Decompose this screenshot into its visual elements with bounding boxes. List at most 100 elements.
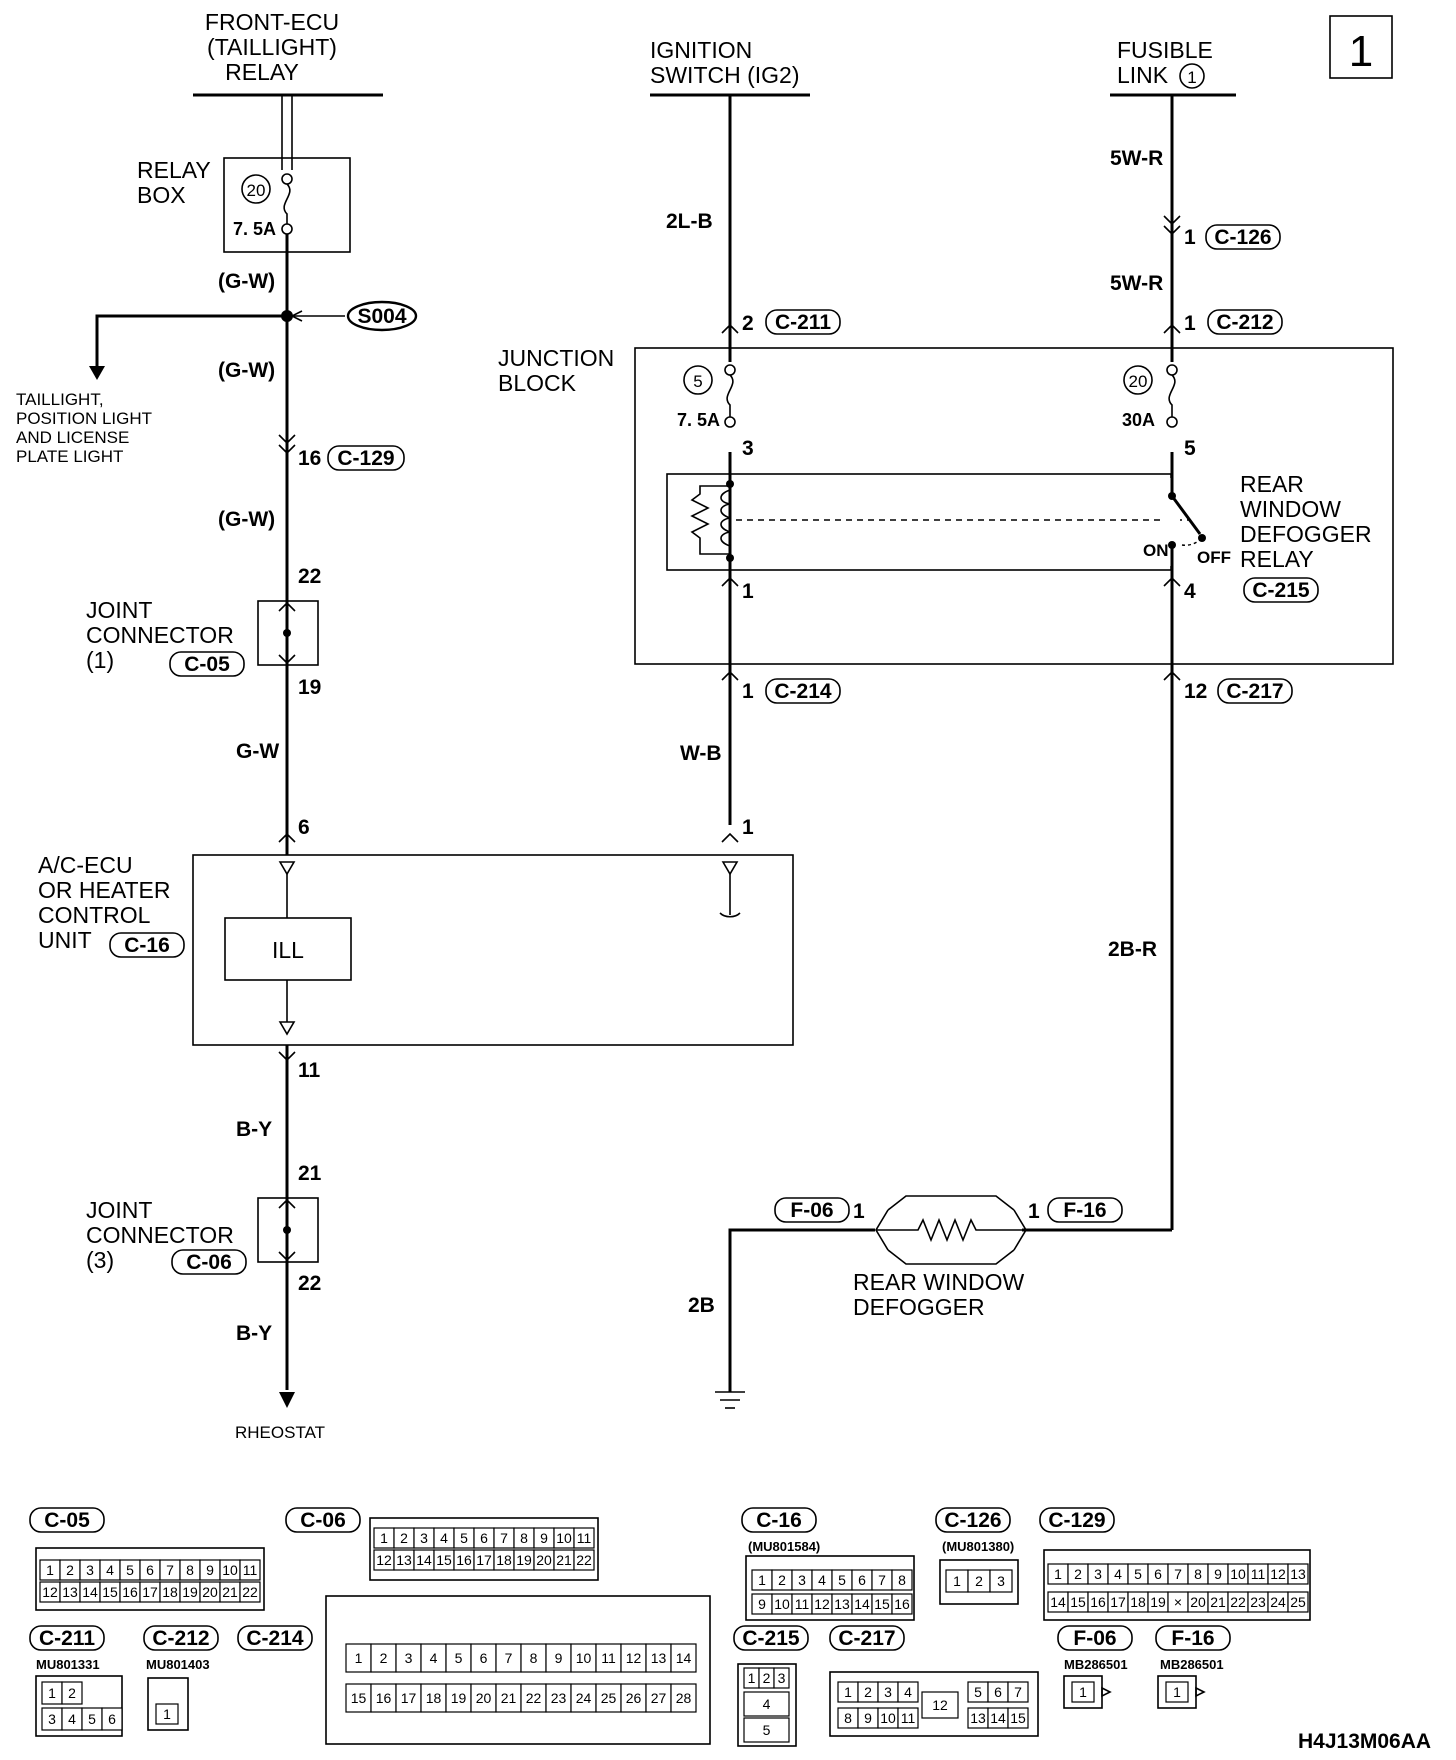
c214-pin-number: 5	[455, 1650, 463, 1666]
c214-pin-cell	[570, 1683, 597, 1713]
svg-text:30A: 30A	[1122, 410, 1155, 430]
connector-badge-c215	[1243, 577, 1319, 603]
c214-pin-number: 4	[430, 1650, 438, 1666]
svg-text:1: 1	[742, 816, 754, 839]
c16-pin-cell	[891, 1569, 913, 1591]
c129-pin-number: 11	[1251, 1566, 1266, 1582]
c129-pin-number: 24	[1270, 1594, 1286, 1610]
c217-pin-number: 3	[884, 1684, 892, 1700]
svg-text:11: 11	[298, 1059, 321, 1082]
svg-text:CONNECTOR: CONNECTOR	[86, 622, 234, 648]
c06-pin-number: 7	[500, 1530, 508, 1546]
svg-text:C-06: C-06	[300, 1509, 346, 1532]
c211-outline	[35, 1675, 123, 1737]
svg-text:C-211: C-211	[39, 1627, 95, 1650]
c129-pin-number: 7	[1174, 1566, 1182, 1582]
svg-text:RELAY: RELAY	[137, 157, 211, 183]
c16-pin-number: 9	[758, 1596, 766, 1612]
c06-pin-cell	[573, 1549, 595, 1571]
c16-pin-number: 13	[834, 1596, 850, 1612]
c214-pin-number: 20	[476, 1690, 492, 1706]
c214-pin-cell	[470, 1643, 497, 1673]
svg-text:ILL: ILL	[272, 937, 304, 963]
wire-label: G-W	[236, 740, 279, 763]
relay-box-amp: 7. 5A	[233, 219, 276, 239]
c214-pin-cell	[345, 1643, 372, 1673]
connector-badge-c211	[765, 309, 841, 335]
c16-outline	[745, 1555, 915, 1621]
svg-text:S004: S004	[357, 305, 406, 328]
c215-pin-cell	[743, 1717, 790, 1743]
fuse-20-icon	[281, 173, 293, 235]
c129-pin-number: 20	[1190, 1594, 1206, 1610]
c06-pin-number: 15	[436, 1552, 452, 1568]
c06-pin-number: 5	[460, 1530, 468, 1546]
c129-pin-number: 12	[1270, 1566, 1286, 1582]
c214-pin-number: 19	[451, 1690, 467, 1706]
svg-text:F-06: F-06	[1073, 1627, 1116, 1650]
svg-text:1: 1	[742, 580, 754, 603]
c06-pin-number: 19	[516, 1552, 532, 1568]
c05-pin-number: 22	[242, 1584, 258, 1600]
svg-text:F-06: F-06	[790, 1199, 833, 1222]
c214-pin-cell	[520, 1683, 547, 1713]
c126-pin-number: 3	[997, 1573, 1005, 1589]
c05-pin-number: 12	[42, 1584, 58, 1600]
c05-pin-number: 13	[62, 1584, 78, 1600]
c05-pin-number: 7	[166, 1562, 174, 1578]
c129-pin-number: 19	[1150, 1594, 1166, 1610]
svg-text:MB286501: MB286501	[1160, 1657, 1224, 1672]
c16-pin-number: 1	[758, 1572, 766, 1588]
c05-pin-number: 1	[46, 1562, 54, 1578]
c217-pin-cell	[897, 1707, 919, 1729]
svg-text:SWITCH (IG2): SWITCH (IG2)	[650, 62, 800, 88]
page-number-box	[1329, 15, 1393, 79]
c217-outline	[829, 1671, 1039, 1737]
fuse-5-badge	[683, 365, 713, 395]
c214-pin-cell	[420, 1683, 447, 1713]
c05-pin-number: 14	[82, 1584, 98, 1600]
defogger-relay-label: REAR WINDOW DEFOGGER RELAY	[1240, 471, 1372, 572]
fuse-5-icon	[724, 364, 736, 428]
c215-pin-cell	[743, 1691, 790, 1717]
c129-pin-number: ×	[1174, 1594, 1182, 1610]
svg-text:POSITION LIGHT: POSITION LIGHT	[16, 409, 152, 428]
svg-text:(MU801380): (MU801380)	[942, 1539, 1014, 1554]
svg-text:C-214: C-214	[246, 1627, 304, 1650]
svg-text:MU801403: MU801403	[146, 1657, 210, 1672]
rear-window-defogger-label: REAR WINDOW DEFOGGER	[853, 1269, 1025, 1320]
c06-pin-number: 11	[577, 1530, 592, 1546]
c16-pin-number: 10	[774, 1596, 790, 1612]
c05-pin-number: 8	[186, 1562, 194, 1578]
svg-text:A/C-ECU: A/C-ECU	[38, 852, 133, 878]
ignition-switch-label: IGNITION SWITCH (IG2)	[650, 37, 800, 88]
c214-pin-cell	[495, 1643, 522, 1673]
c05-pin-number: 9	[206, 1562, 214, 1578]
c129-pin-number: 16	[1090, 1594, 1106, 1610]
c217-pin-number: 12	[932, 1697, 948, 1713]
c211-pin-cell	[101, 1707, 123, 1731]
c214-pin-number: 26	[626, 1690, 642, 1706]
c211-pin-number: 5	[88, 1711, 96, 1727]
c214-pin-number: 2	[380, 1650, 388, 1666]
svg-text:22: 22	[298, 1272, 321, 1295]
svg-text:C-215: C-215	[742, 1627, 800, 1650]
c06-pin-number: 1	[380, 1530, 388, 1546]
c129-pin-number: 25	[1290, 1594, 1306, 1610]
c214-pin-cell	[670, 1643, 697, 1673]
c129-pin-number: 5	[1134, 1566, 1142, 1582]
relay-switch-icon	[1170, 495, 1202, 535]
c217-pin-number: 7	[1014, 1684, 1022, 1700]
c217-pin-number: 2	[864, 1684, 872, 1700]
taillight-label: TAILLIGHT, POSITION LIGHT AND LICENSE PL…	[16, 390, 152, 466]
connector-badge-f06	[774, 1197, 850, 1223]
svg-text:RELAY: RELAY	[225, 59, 299, 85]
rheostat-label: RHEOSTAT	[235, 1423, 325, 1442]
c05-pin-number: 2	[66, 1562, 74, 1578]
rear-window-defogger-icon	[875, 1195, 1027, 1265]
svg-text:1: 1	[853, 1200, 865, 1223]
wire-label: W-B	[680, 742, 722, 765]
svg-text:C-217: C-217	[838, 1627, 895, 1650]
c214-pin-number: 7	[505, 1650, 513, 1666]
c214-pin-number: 14	[676, 1650, 692, 1666]
